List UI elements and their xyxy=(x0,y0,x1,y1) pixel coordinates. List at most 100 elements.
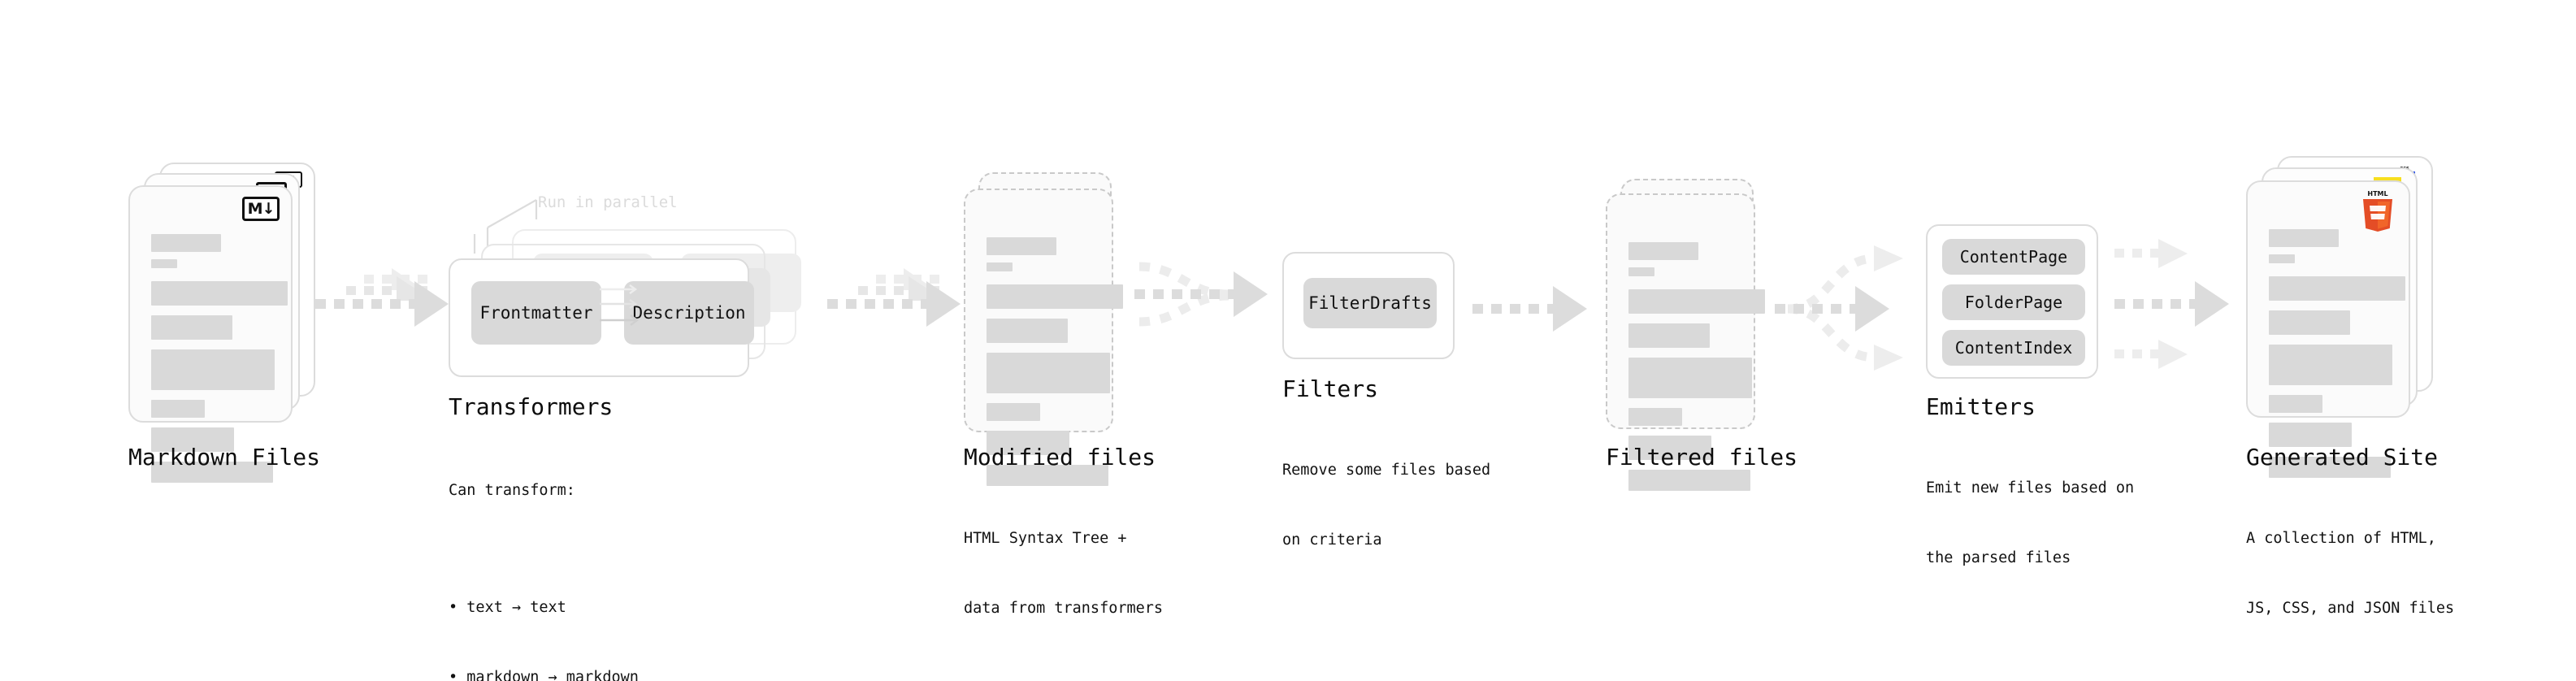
stage-title-filters: Filters xyxy=(1282,375,1379,402)
html5-icon: HTML xyxy=(2360,189,2396,232)
stage-title-generated-site: Generated Site xyxy=(2246,444,2439,471)
connector-filters-to-filtered xyxy=(1471,286,1601,335)
filters-box: FilterDrafts xyxy=(1282,252,1455,359)
document-bar xyxy=(151,400,205,418)
document-bar xyxy=(987,403,1040,421)
connector-transformers-to-modified xyxy=(822,268,969,333)
document-bar xyxy=(987,319,1068,343)
filtered-files-stack xyxy=(1606,179,1785,491)
document-bar xyxy=(2269,345,2392,385)
transformers-group: Run in parallel Frontmatter Description … xyxy=(449,187,830,382)
transformers-subtitle-intro: Can transform: xyxy=(449,482,575,500)
stage-subtitle-transformers: Can transform: • text → text • markdown … xyxy=(449,433,639,681)
stage-title-transformers: Transformers xyxy=(449,393,614,420)
document-bar xyxy=(987,237,1056,255)
document-content xyxy=(987,237,1123,486)
document-bar xyxy=(151,349,275,390)
transformer-pill-frontmatter-label: Frontmatter xyxy=(479,303,593,323)
document-bar xyxy=(987,262,1013,271)
generated-site-card-html: HTML xyxy=(2246,180,2410,478)
html5-glyph: HTML xyxy=(2363,190,2392,232)
stage-subtitle-modified-files: HTML Syntax Tree + data from transformer… xyxy=(964,481,1163,667)
document-content xyxy=(1628,242,1765,491)
filter-pill-filterdrafts-label: FilterDrafts xyxy=(1308,293,1432,313)
emitter-pill-contentindex[interactable]: ContentIndex xyxy=(1942,330,2085,366)
svg-text:HTML: HTML xyxy=(2367,190,2387,197)
document-bar xyxy=(2269,423,2352,447)
dashed-arrow-icon xyxy=(1472,286,1587,332)
emitters-subtitle-line-0: Emit new files based on xyxy=(1926,479,2135,497)
document-bar xyxy=(987,284,1123,309)
markdown-files-stack: M↓ M↓ M↓ xyxy=(128,163,315,483)
document-bar xyxy=(151,234,221,252)
transformer-box-front: Frontmatter Description xyxy=(449,258,754,377)
connector-emitters-to-site xyxy=(2113,231,2267,377)
stage-title-emitters: Emitters xyxy=(1926,393,2036,420)
generated-site-subtitle-line-1: JS, CSS, and JSON files xyxy=(2246,600,2455,618)
parallel-bracket-icon xyxy=(473,199,538,254)
document-content xyxy=(2269,229,2405,478)
dashed-arrow-fan-icon xyxy=(1775,245,1903,371)
emitters-box: ContentPage FolderPage ContentIndex xyxy=(1926,224,2098,379)
document-bar xyxy=(1628,242,1698,260)
generated-site-stack: CSS HTML xyxy=(2246,156,2441,478)
markdown-icon: M↓ xyxy=(242,197,280,221)
emitter-pill-contentpage[interactable]: ContentPage xyxy=(1942,239,2085,275)
document-bar xyxy=(151,427,234,452)
transformers-bullet-list: • text → text • markdown → markdown • ht… xyxy=(449,549,639,681)
document-bar xyxy=(2269,254,2295,263)
run-in-parallel-label: Run in parallel xyxy=(538,193,678,211)
transformer-pill-description[interactable]: Description xyxy=(624,281,754,345)
modified-file-card-front xyxy=(964,189,1123,486)
filter-pill-filterdrafts[interactable]: FilterDrafts xyxy=(1303,278,1437,328)
document-bar xyxy=(987,431,1069,455)
document-bar xyxy=(1628,267,1654,276)
document-bar xyxy=(1628,323,1710,348)
document-bar xyxy=(2269,276,2405,301)
document-bar xyxy=(2269,395,2322,413)
document-bar xyxy=(2269,229,2339,247)
document-bar xyxy=(1628,470,1750,491)
document-content xyxy=(151,234,288,483)
emitter-pill-contentpage-label: ContentPage xyxy=(1959,247,2068,267)
emitter-pill-contentindex-label: ContentIndex xyxy=(1954,338,2073,358)
transformer-pill-frontmatter[interactable]: Frontmatter xyxy=(471,281,601,345)
emitter-pill-folderpage[interactable]: FolderPage xyxy=(1942,284,2085,320)
connector-modified-to-filters xyxy=(1131,258,1286,348)
connector-markdown-to-transformers xyxy=(310,268,457,333)
stage-title-markdown-files: Markdown Files xyxy=(128,444,321,471)
transformer-inner-arrows-icon xyxy=(600,284,639,326)
dashed-arrow-icon xyxy=(827,268,961,327)
generated-site-subtitle-line-0: A collection of HTML, xyxy=(2246,530,2436,548)
transformers-bullet-1: • markdown → markdown xyxy=(449,668,639,681)
document-bar xyxy=(1628,358,1752,398)
connector-filtered-to-emitters xyxy=(1773,236,1928,382)
dashed-arrow-merge-icon xyxy=(1134,262,1268,327)
document-bar xyxy=(1628,289,1765,314)
filtered-file-card-front xyxy=(1606,193,1765,491)
document-bar xyxy=(2269,457,2391,478)
document-bar xyxy=(151,315,232,340)
dashed-arrow-icon xyxy=(315,268,449,327)
document-bar xyxy=(151,462,273,483)
document-bar xyxy=(1628,436,1711,460)
document-bar xyxy=(987,353,1110,393)
filters-subtitle-line-0: Remove some files based xyxy=(1282,462,1491,479)
modified-subtitle-line-1: data from transformers xyxy=(964,600,1164,618)
stage-title-modified-files: Modified files xyxy=(964,444,1156,471)
modified-files-stack xyxy=(964,172,1143,486)
stage-title-filtered-files: Filtered files xyxy=(1606,444,1798,471)
modified-subtitle-line-0: HTML Syntax Tree + xyxy=(964,530,1127,548)
markdown-file-card-front: M↓ xyxy=(128,185,293,483)
document-bar xyxy=(1628,408,1682,426)
document-bar xyxy=(151,259,177,268)
document-bar xyxy=(2269,310,2350,335)
transformer-pill-description-label: Description xyxy=(632,303,746,323)
filters-subtitle-line-1: on criteria xyxy=(1282,531,1382,549)
stage-subtitle-emitters: Emit new files based on the parsed files xyxy=(1926,431,2134,617)
emitters-subtitle-line-1: the parsed files xyxy=(1926,549,2071,567)
dashed-arrow-icon xyxy=(2114,239,2229,369)
transformers-bullet-0: • text → text xyxy=(449,598,566,616)
stage-subtitle-filters: Remove some files based on criteria xyxy=(1282,413,1490,599)
